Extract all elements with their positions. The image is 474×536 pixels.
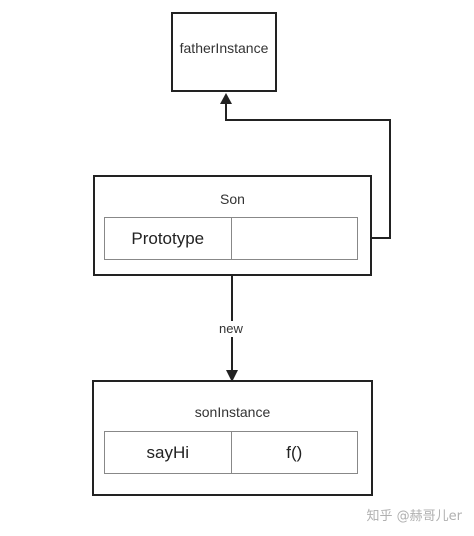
prototype-link-arrowhead bbox=[220, 93, 232, 104]
father-instance-box: fatherInstance bbox=[171, 12, 277, 92]
new-edge-arrowhead bbox=[226, 370, 238, 382]
zhihu-watermark: 知乎 @赫哥儿er bbox=[366, 509, 462, 524]
sayhi-value-cell: f() bbox=[286, 442, 303, 462]
prototype-link-arrow bbox=[225, 98, 391, 239]
new-edge-label: new bbox=[217, 321, 245, 337]
prototype-key-cell: Prototype bbox=[105, 218, 232, 259]
son-title: Son bbox=[220, 191, 245, 207]
son-instance-sayhi-row: sayHi f() bbox=[104, 431, 358, 474]
son-prototype-row: Prototype bbox=[104, 217, 358, 260]
prototype-value-cell bbox=[232, 218, 358, 259]
father-instance-title: fatherInstance bbox=[179, 40, 269, 56]
sayhi-key-cell: sayHi bbox=[105, 432, 232, 473]
son-instance-title: sonInstance bbox=[194, 404, 271, 420]
